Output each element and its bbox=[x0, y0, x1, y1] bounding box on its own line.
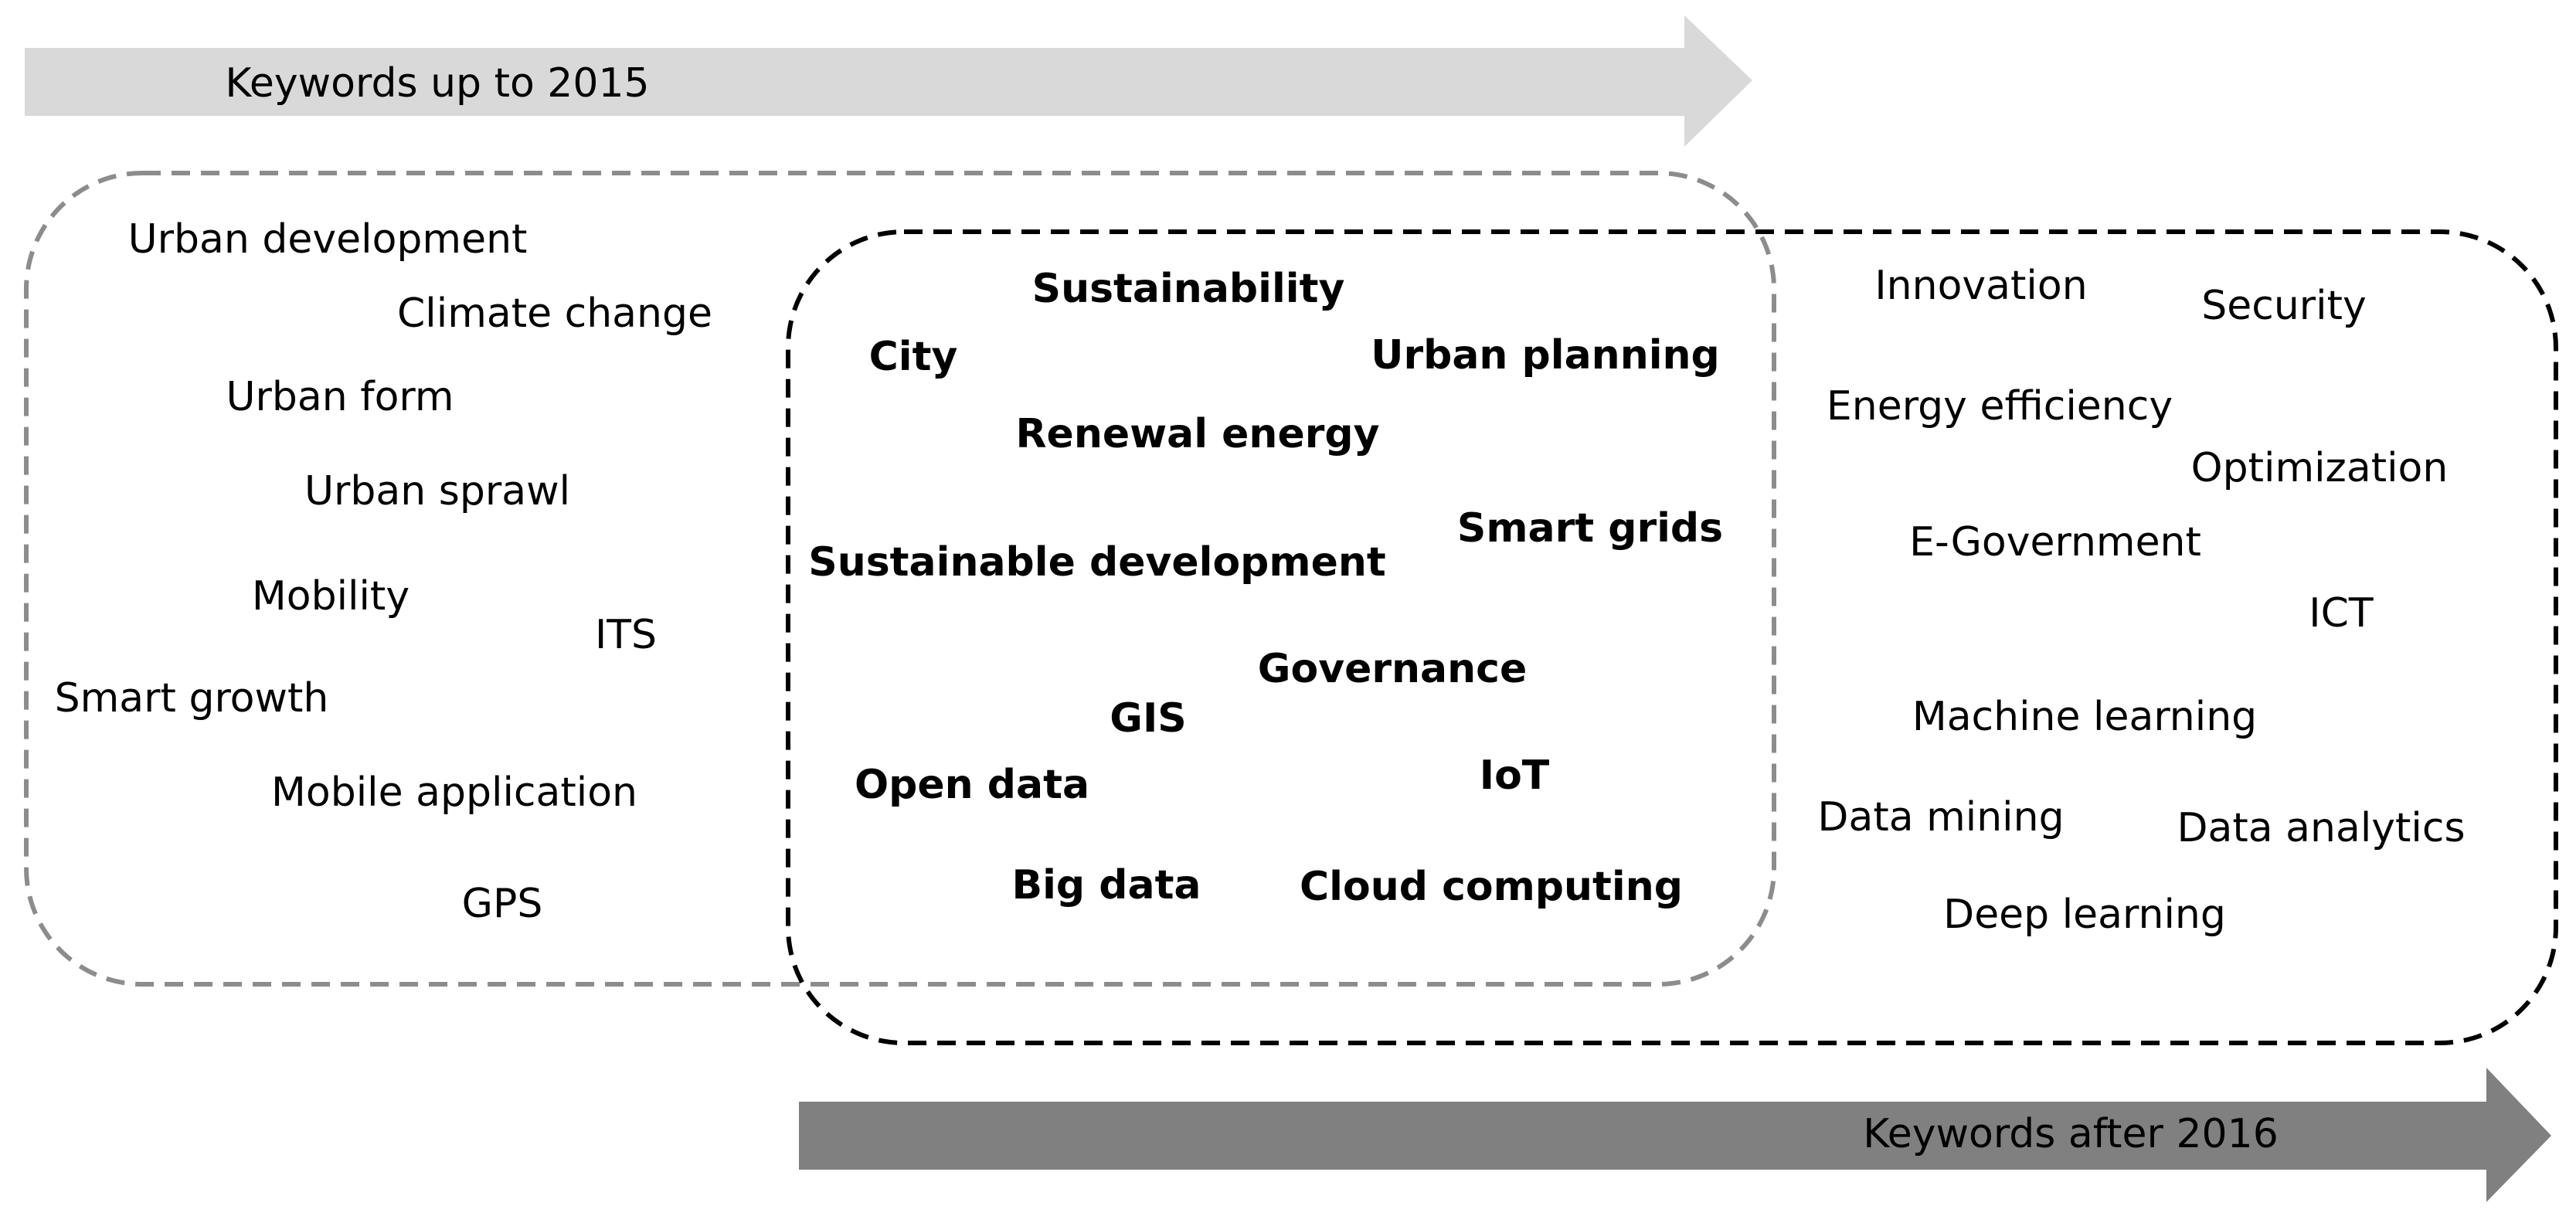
keyword-after: ICT bbox=[2309, 590, 2374, 637]
keyword-shared: Renewal energy bbox=[1015, 411, 1380, 457]
keyword-shared: IoT bbox=[1479, 752, 1550, 799]
arrow-label-up-to-2015: Keywords up to 2015 bbox=[225, 60, 650, 107]
keyword-before: GPS bbox=[461, 881, 543, 927]
keyword-shared: City bbox=[868, 334, 958, 380]
keyword-after: Energy efficiency bbox=[1826, 383, 2173, 430]
box-keywords-up-to-2015 bbox=[24, 171, 1776, 987]
keyword-shared: Big data bbox=[1011, 862, 1201, 909]
keyword-after: Data analytics bbox=[2177, 805, 2466, 851]
arrow-label-after-2016: Keywords after 2016 bbox=[1863, 1111, 2279, 1157]
keyword-after: Security bbox=[2201, 283, 2367, 329]
keyword-before: Smart growth bbox=[54, 675, 329, 722]
keyword-before: Urban form bbox=[226, 374, 454, 420]
keyword-after: Data mining bbox=[1817, 794, 2065, 841]
box-keywords-after-2016 bbox=[786, 229, 2558, 1045]
keyword-shared: Urban planning bbox=[1371, 332, 1720, 379]
keyword-after: E-Government bbox=[1909, 519, 2201, 566]
arrow-after-2016 bbox=[799, 1068, 2551, 1202]
keyword-after: Machine learning bbox=[1912, 694, 2258, 740]
keyword-shared: Sustainability bbox=[1031, 266, 1345, 312]
keyword-shared: GIS bbox=[1110, 695, 1187, 742]
keyword-before: Urban sprawl bbox=[304, 468, 571, 515]
keyword-shared: Smart grids bbox=[1456, 505, 1724, 552]
keyword-before: ITS bbox=[594, 612, 658, 658]
keyword-shared: Governance bbox=[1257, 646, 1528, 692]
keyword-before: Urban development bbox=[127, 216, 528, 263]
keyword-after: Deep learning bbox=[1943, 892, 2226, 938]
keyword-shared: Cloud computing bbox=[1300, 864, 1683, 910]
arrow-up-to-2015 bbox=[25, 15, 1752, 147]
keyword-before: Climate change bbox=[396, 290, 713, 337]
keyword-before: Mobile application bbox=[271, 769, 637, 816]
keyword-shared: Open data bbox=[854, 762, 1090, 808]
keyword-shared: Sustainable development bbox=[808, 539, 1386, 586]
keyword-after: Optimization bbox=[2190, 445, 2449, 491]
keyword-before: Mobility bbox=[251, 573, 410, 620]
keyword-after: Innovation bbox=[1874, 263, 2088, 309]
